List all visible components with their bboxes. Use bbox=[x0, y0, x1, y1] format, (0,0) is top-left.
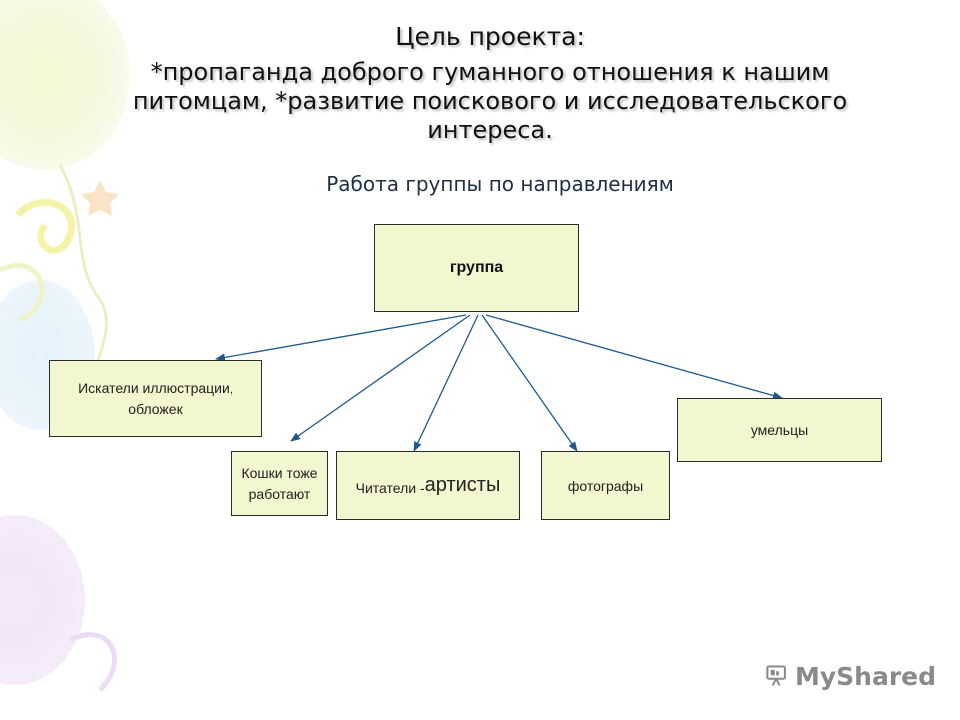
node-cats-line2: работают bbox=[248, 485, 311, 502]
node-cats-work: Кошки тоже работают bbox=[231, 451, 328, 516]
goal-line-2: питомцам, *развитие поискового и исследо… bbox=[132, 87, 848, 115]
node-illustration-seekers: Искатели иллюстрации, обложек bbox=[49, 360, 262, 437]
orange-star bbox=[81, 180, 119, 216]
presentation-icon bbox=[766, 665, 786, 686]
arrow-to-cats bbox=[290, 314, 471, 442]
node-cats-line1: Кошки тоже bbox=[241, 464, 318, 481]
swirl-line bbox=[0, 262, 45, 323]
yellow-swirl bbox=[15, 198, 76, 254]
node-craft-label: умельцы bbox=[750, 422, 809, 438]
arrow-to-craftsmen bbox=[485, 314, 783, 400]
node-readers-small: Читатели - bbox=[355, 479, 425, 496]
goal-line-1: *пропаганда доброго гуманного отношения … bbox=[150, 58, 830, 86]
node-photographers: фотографы bbox=[541, 451, 670, 520]
diagram-subtitle: Работа группы по направлениям bbox=[326, 172, 674, 196]
arrow-to-readers bbox=[413, 314, 479, 452]
slide-title: Цель проекта: bbox=[395, 22, 585, 51]
node-group: группа bbox=[374, 224, 579, 312]
node-readers-artists: Читатели -артисты bbox=[336, 451, 520, 520]
watermark-text: MyShared bbox=[794, 661, 936, 691]
myshared-watermark: MyShared bbox=[766, 656, 936, 696]
node-photo-label: фотографы bbox=[567, 477, 644, 494]
node-seekers-comma: , bbox=[229, 383, 233, 396]
node-craftsmen: умельцы bbox=[677, 398, 882, 462]
node-seekers-line1: Искатели иллюстрации bbox=[78, 379, 230, 396]
arrow-to-photographers bbox=[481, 314, 578, 452]
goal-line-3: интереса. bbox=[427, 116, 553, 144]
arrow-to-seekers bbox=[215, 314, 467, 362]
node-seekers-line2: обложек bbox=[128, 400, 183, 417]
purple-swirl bbox=[68, 632, 117, 692]
purple-balloon bbox=[0, 515, 85, 685]
node-readers-big: артисты bbox=[424, 474, 501, 496]
node-group-label: группа bbox=[449, 259, 504, 276]
project-goal-text: *пропаганда доброго гуманного отношения … bbox=[60, 58, 920, 145]
yellow-balloon bbox=[0, 0, 130, 170]
